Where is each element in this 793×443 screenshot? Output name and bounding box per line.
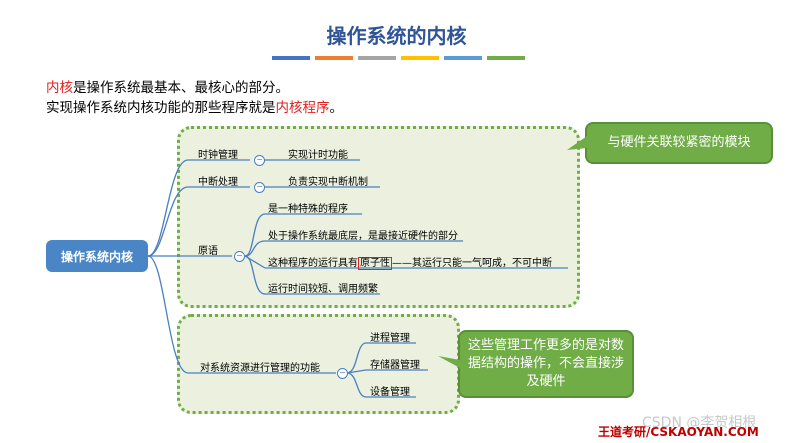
footer-brand: 王道考研/CSKAOYAN.COM — [598, 425, 759, 439]
branch-interrupt: 中断处理 — [198, 177, 238, 188]
color-bar-2 — [315, 56, 353, 60]
atomicity-highlight: 原子性 — [358, 257, 392, 270]
intro-line-1: 内核是操作系统最基本、最核心的部分。 — [46, 78, 343, 98]
kernel-term: 内核 — [46, 80, 73, 96]
color-bar-5 — [444, 56, 482, 60]
callout-data-structure: 这些管理工作更多的是对数据结构的操作，不会直接涉及硬件 — [458, 330, 634, 398]
intro-line-2-end: 。 — [329, 100, 344, 116]
resource-child-process: 进程管理 — [370, 333, 410, 344]
intro-text: 内核是操作系统最基本、最核心的部分。 实现操作系统内核功能的那些程序就是内核程序… — [46, 78, 343, 118]
color-bar-4 — [401, 56, 439, 60]
primitive-child-3: 这种程序的运行具有原子性——其运行只能一气呵成，不可中断 — [268, 254, 552, 270]
primitive-child-2: 处于操作系统最底层，是最接近硬件的部分 — [268, 231, 458, 242]
collapse-clock-icon[interactable]: − — [254, 155, 265, 166]
hardware-group-box — [177, 126, 580, 308]
branch-primitive: 原语 — [198, 246, 218, 257]
collapse-primitive-icon[interactable]: − — [234, 251, 245, 262]
clock-child: 实现计时功能 — [288, 150, 348, 161]
intro-line-2-text: 实现操作系统内核功能的那些程序就是 — [46, 100, 276, 116]
root-node: 操作系统内核 — [46, 240, 148, 272]
page-title: 操作系统的内核 — [326, 24, 467, 48]
branch-resource: 对系统资源进行管理的功能 — [200, 363, 320, 374]
interrupt-child: 负责实现中断机制 — [288, 177, 368, 188]
collapse-interrupt-icon[interactable]: − — [254, 182, 265, 193]
title-color-bars — [272, 56, 525, 60]
kernel-program-term: 内核程序 — [275, 100, 330, 116]
color-bar-1 — [272, 56, 310, 60]
callout-hardware-text: 与硬件关联较紧密的模块 — [607, 135, 751, 150]
color-bar-3 — [358, 56, 396, 60]
primitive-child-4: 运行时间较短、调用频繁 — [268, 284, 378, 295]
resource-child-memory: 存储器管理 — [370, 360, 420, 371]
primitive-child-3-text: 这种程序的运行具有 — [268, 258, 358, 269]
csdn-watermark: CSDN @李贺相根 — [642, 415, 757, 431]
intro-line-2: 实现操作系统内核功能的那些程序就是内核程序。 — [46, 98, 343, 118]
resource-child-device: 设备管理 — [370, 387, 410, 398]
atomicity-description: ——其运行只能一气呵成，不可中断 — [392, 258, 552, 269]
callout-data-structure-text: 这些管理工作更多的是对数据结构的操作，不会直接涉及硬件 — [467, 338, 624, 389]
intro-line-1-text: 是操作系统最基本、最核心的部分。 — [73, 80, 289, 96]
collapse-resource-icon[interactable]: − — [337, 368, 348, 379]
color-bar-6 — [487, 56, 525, 60]
branch-clock: 时钟管理 — [198, 150, 238, 161]
callout-hardware: 与硬件关联较紧密的模块 — [585, 122, 773, 164]
primitive-child-1: 是一种特殊的程序 — [268, 204, 348, 215]
